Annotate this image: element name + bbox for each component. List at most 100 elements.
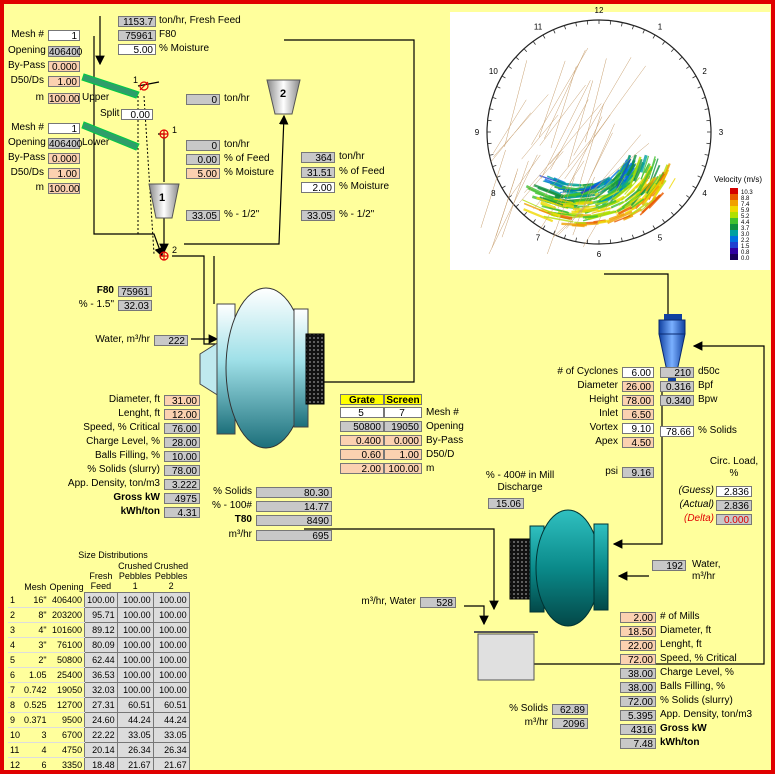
feed-moisture-input[interactable]: 5.00 [118,44,156,56]
upper-opening-value[interactable]: 406400 [48,46,83,58]
table-cell[interactable]: 20.14 [84,742,118,758]
table-cell[interactable]: 18.48 [84,757,118,770]
table-cell[interactable]: 100.00 [84,592,118,608]
crusher2-tonhr[interactable]: 364 [301,152,335,164]
cyclones-inlet-input[interactable]: 6.50 [622,409,654,421]
sag-kwh-value[interactable]: 4.31 [164,507,200,519]
sag-discharge-solids[interactable]: 80.30 [256,487,332,499]
cyclones-n-input[interactable]: 6.00 [622,367,654,379]
ball-water-value[interactable]: 192 [652,560,686,572]
cyclones-solids-input[interactable]: 78.66 [660,426,694,438]
circ-guess-input[interactable]: 2.836 [716,486,752,498]
table-cell[interactable]: 60.51 [116,697,154,713]
table-cell[interactable]: 100.00 [152,622,190,638]
ball-speed-input[interactable]: 72.00 [620,654,656,666]
screen-mesh-input[interactable]: 7 [384,407,422,419]
sag-f80-value[interactable]: 75961 [118,286,152,298]
cyclones-bpw-value[interactable]: 0.340 [660,395,694,407]
ball-charge-value[interactable]: 38.00 [620,668,656,680]
table-cell[interactable]: 100.00 [152,667,190,683]
table-cell[interactable]: 44.24 [152,712,190,728]
table-cell[interactable]: 62.44 [84,652,118,668]
ball-solids-value[interactable]: 72.00 [620,696,656,708]
ball-gross-value[interactable]: 4316 [620,724,656,736]
lower-bypass-input[interactable]: 0.000 [48,153,80,165]
table-cell[interactable]: 100.00 [116,607,154,623]
cyclones-bpf-value[interactable]: 0.316 [660,381,694,393]
table-cell[interactable]: 100.00 [152,682,190,698]
grate-bypass-input[interactable]: 0.400 [340,435,384,447]
table-cell[interactable]: 95.71 [84,607,118,623]
table-cell[interactable]: 21.67 [152,757,190,770]
cyclones-diameter-input[interactable]: 26.00 [622,381,654,393]
table-cell[interactable]: 44.24 [116,712,154,728]
lower-opening-value[interactable]: 406400 [48,138,83,150]
ball-length-input[interactable]: 22.00 [620,640,656,652]
crusher2-minus-half[interactable]: 33.05 [301,210,335,222]
cyclones-psi-value[interactable]: 9.16 [622,467,654,479]
sag-speed-value[interactable]: 76.00 [164,423,200,435]
crusher1-pct-feed[interactable]: 0.00 [186,154,220,166]
lower-m-input[interactable]: 100.00 [48,183,80,195]
screen-bypass-input[interactable]: 0.000 [384,435,422,447]
table-cell[interactable]: 100.00 [152,637,190,653]
upper-d50-input[interactable]: 1.00 [48,76,80,88]
crusher1-moisture-input[interactable]: 5.00 [186,168,220,180]
screen-d50-input[interactable]: 1.00 [384,449,422,461]
circ-actual-value[interactable]: 2.836 [716,500,752,512]
table-cell[interactable]: 100.00 [152,592,190,608]
sag-solids-value[interactable]: 78.00 [164,465,200,477]
grate-mesh-input[interactable]: 5 [340,407,384,419]
table-cell[interactable]: 60.51 [152,697,190,713]
sag-balls-value[interactable]: 10.00 [164,451,200,463]
table-cell[interactable]: 100.00 [116,652,154,668]
sag-charge-value[interactable]: 28.00 [164,437,200,449]
circ-delta-value[interactable]: 0.000 [716,514,752,526]
grate-d50-input[interactable]: 0.60 [340,449,384,461]
crusher1-tonhr-upper[interactable]: 0 [186,94,220,106]
table-cell[interactable]: 100.00 [152,652,190,668]
table-cell[interactable]: 24.60 [84,712,118,728]
fresh-feed-value[interactable]: 1153.7 [118,16,156,28]
table-cell[interactable]: 32.03 [84,682,118,698]
table-cell[interactable]: 100.00 [116,622,154,638]
table-cell[interactable]: 100.00 [116,667,154,683]
table-cell[interactable]: 89.12 [84,622,118,638]
lower-d50-input[interactable]: 1.00 [48,168,80,180]
table-cell[interactable]: 27.31 [84,697,118,713]
table-cell[interactable]: 22.22 [84,727,118,743]
upper-mesh-input[interactable]: 1 [48,30,80,42]
sag-minus15-value[interactable]: 32.03 [118,300,152,312]
ball-density-value[interactable]: 5.395 [620,710,656,722]
sag-gross-value[interactable]: 4975 [164,493,200,505]
crusher1-tonhr[interactable]: 0 [186,140,220,152]
table-cell[interactable]: 100.00 [116,637,154,653]
grate-opening[interactable]: 50800 [340,421,384,433]
ball-balls-value[interactable]: 38.00 [620,682,656,694]
crusher1-minus-half[interactable]: 33.05 [186,210,220,222]
split-input[interactable]: 0.00 [121,109,153,121]
ball-kwh-value[interactable]: 7.48 [620,738,656,750]
table-cell[interactable]: 33.05 [152,727,190,743]
ball-diameter-input[interactable]: 18.50 [620,626,656,638]
screen-m-input[interactable]: 100.00 [384,463,422,475]
sag-discharge-flow[interactable]: 695 [256,530,332,542]
table-cell[interactable]: 80.09 [84,637,118,653]
table-cell[interactable]: 26.34 [152,742,190,758]
lower-mesh-input[interactable]: 1 [48,123,80,135]
sag-density-value[interactable]: 3.222 [164,479,200,491]
screen-opening[interactable]: 19050 [384,421,422,433]
sag-length-input[interactable]: 12.00 [164,409,200,421]
upper-bypass-input[interactable]: 0.000 [48,61,80,73]
table-cell[interactable]: 36.53 [84,667,118,683]
sump-solids-value[interactable]: 62.89 [552,704,588,716]
cyclones-d50c-value[interactable]: 210 [660,367,694,379]
grate-m-input[interactable]: 2.00 [340,463,384,475]
sump-water-value[interactable]: 528 [420,597,456,609]
f80-value[interactable]: 75961 [118,30,156,42]
cyclones-apex-input[interactable]: 4.50 [622,437,654,449]
sag-water-value[interactable]: 222 [154,335,188,347]
sag-discharge-minus100[interactable]: 14.77 [256,501,332,513]
crusher2-pct-feed[interactable]: 31.51 [301,167,335,179]
crusher2-moisture-input[interactable]: 2.00 [301,182,335,194]
